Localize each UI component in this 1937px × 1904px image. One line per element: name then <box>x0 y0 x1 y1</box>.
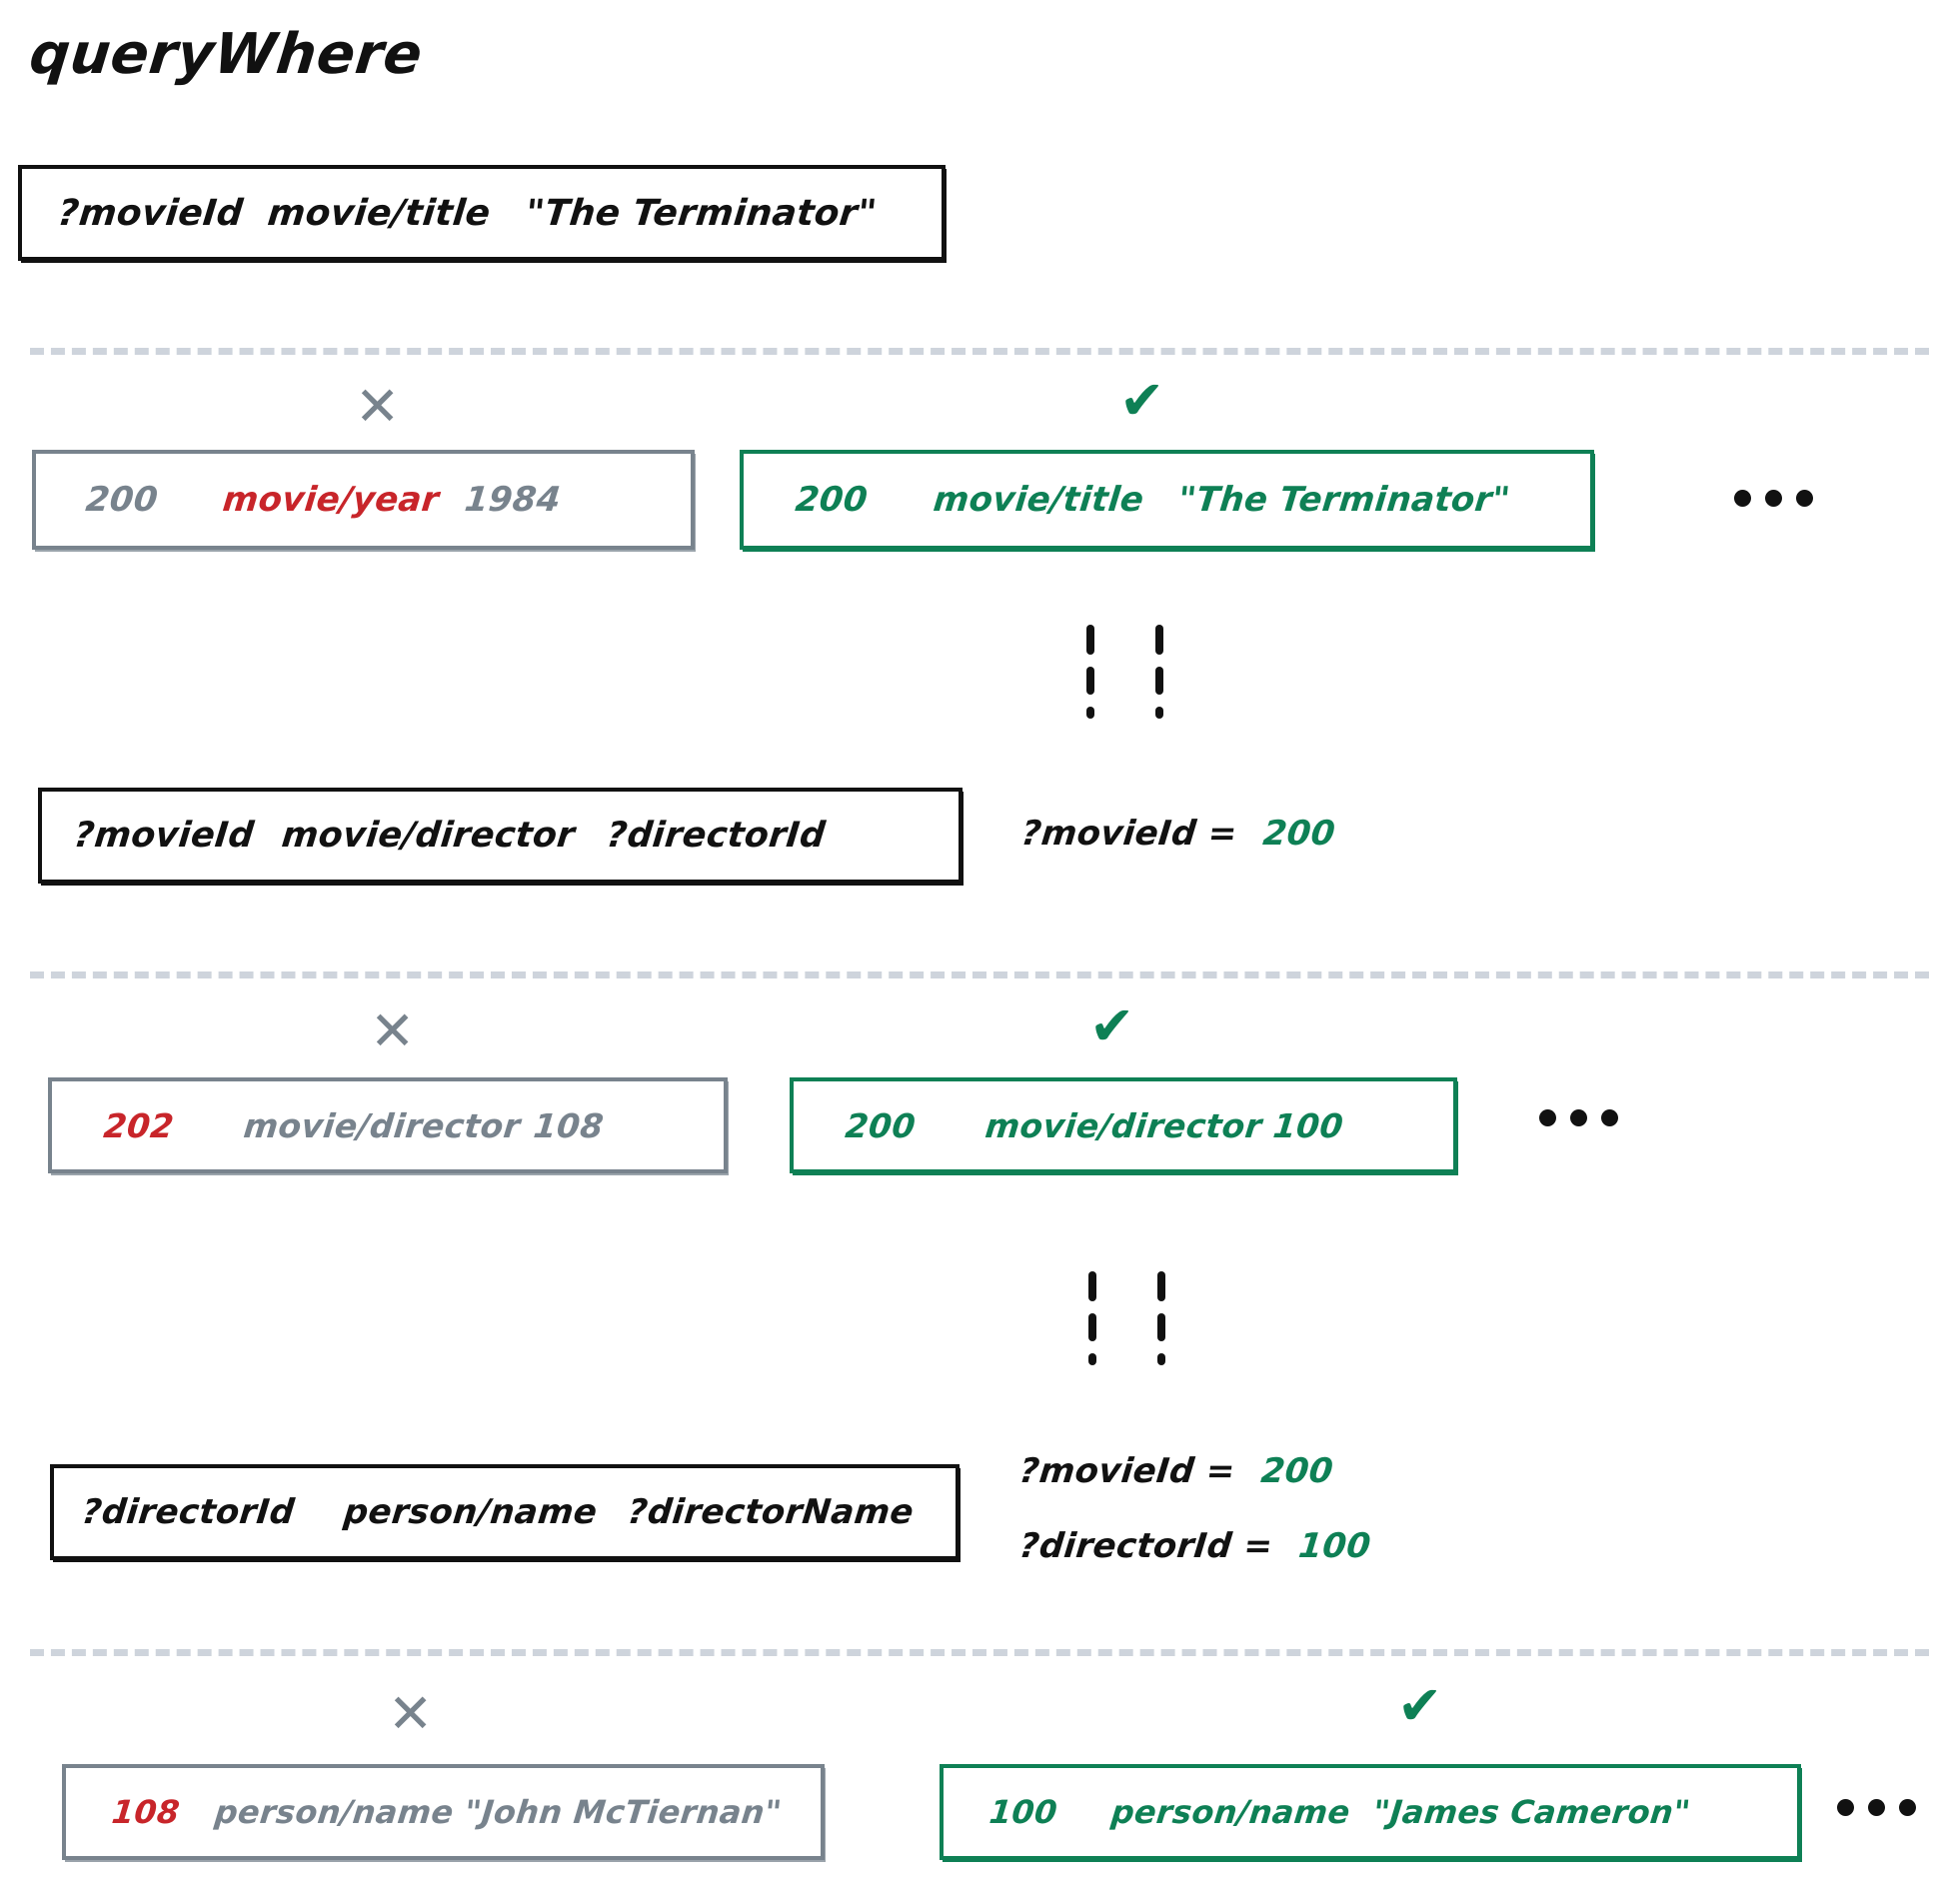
binding-row-3: ?directorId = 100 <box>1017 1526 1373 1566</box>
clause-2-value: ?directorId <box>604 816 828 856</box>
clause-2-attribute: movie/director <box>279 816 577 856</box>
fact-no-match-2: 202 movie/director 108 <box>48 1077 728 1173</box>
fact-match-2-attribute: movie/director <box>982 1105 1264 1145</box>
query-clause-2: ?movieId movie/director ?directorId <box>38 788 963 884</box>
fact-match-3-entity: 100 <box>987 1793 1059 1831</box>
fact-no-3-value: "John McTiernan" <box>463 1793 784 1831</box>
cross-mark-icon-2: ✕ <box>370 999 416 1062</box>
binding-1-name: ?movieId = <box>1018 814 1239 854</box>
binding-row-2: ?movieId = 200 <box>1017 1451 1335 1491</box>
binding-2-value: 200 <box>1258 1451 1335 1491</box>
fact-no-match-1: 200 movie/year 1984 <box>32 450 695 550</box>
flow-connector-dashes-1 <box>1086 625 1094 719</box>
check-mark-icon-1: ✔ <box>1119 369 1165 432</box>
clause-1-entity: ?movieId <box>55 192 246 234</box>
fact-match-3-value: "James Cameron" <box>1371 1793 1693 1831</box>
fact-no-match-3: 108 person/name "John McTiernan" <box>62 1764 825 1860</box>
fact-match-1: 200 movie/title "The Terminator" <box>740 450 1594 550</box>
fact-no-1-value: 1984 <box>462 480 563 520</box>
section-separator-1 <box>30 348 1929 355</box>
binding-2-name: ?movieId = <box>1016 1451 1237 1491</box>
check-mark-icon-2: ✔ <box>1089 994 1135 1057</box>
fact-no-2-value: 108 <box>531 1105 606 1145</box>
flow-connector-dashes-4 <box>1157 1271 1165 1365</box>
query-clause-3: ?directorId person/name ?directorName <box>50 1464 960 1560</box>
section-separator-3 <box>30 1649 1929 1656</box>
clause-1-value: "The Terminator" <box>523 192 880 234</box>
binding-3-value: 100 <box>1296 1526 1373 1566</box>
binding-3-name: ?directorId = <box>1016 1526 1275 1566</box>
fact-match-1-attribute: movie/title <box>931 480 1146 520</box>
cross-mark-icon-3: ✕ <box>388 1682 434 1745</box>
fact-match-2-value: 100 <box>1270 1105 1345 1145</box>
fact-no-2-entity: 202 <box>101 1105 176 1145</box>
clause-2-entity: ?movieId <box>71 816 256 856</box>
fact-no-1-entity: 200 <box>83 480 160 520</box>
flow-connector-dashes-3 <box>1088 1271 1096 1365</box>
binding-1-value: 200 <box>1260 814 1337 854</box>
fact-no-2-attribute: movie/director <box>241 1105 523 1145</box>
clause-3-value: ?directorName <box>625 1492 916 1532</box>
fact-no-3-entity: 108 <box>110 1793 182 1831</box>
fact-match-3-attribute: person/name <box>1109 1793 1352 1831</box>
fact-match-2: 200 movie/director 100 <box>790 1077 1457 1173</box>
clause-3-attribute: person/name <box>341 1492 600 1532</box>
clause-1-attribute: movie/title <box>265 192 493 234</box>
section-separator-2 <box>30 971 1929 978</box>
page-title: queryWhere <box>26 22 426 87</box>
fact-match-1-entity: 200 <box>793 480 870 520</box>
fact-match-2-entity: 200 <box>843 1105 918 1145</box>
query-clause-1: ?movieId movie/title "The Terminator" <box>18 165 946 261</box>
check-mark-icon-3: ✔ <box>1397 1674 1443 1737</box>
more-facts-ellipsis-3 <box>1837 1799 1916 1816</box>
cross-mark-icon-1: ✕ <box>355 375 401 438</box>
more-facts-ellipsis-2 <box>1539 1109 1618 1126</box>
fact-match-1-value: "The Terminator" <box>1175 480 1512 520</box>
fact-no-3-attribute: person/name <box>213 1793 456 1831</box>
fact-match-3: 100 person/name "James Cameron" <box>940 1764 1801 1860</box>
binding-row-1: ?movieId = 200 <box>1019 814 1337 854</box>
fact-no-1-attribute: movie/year <box>220 480 442 520</box>
more-facts-ellipsis-1 <box>1734 490 1813 507</box>
flow-connector-dashes-2 <box>1155 625 1163 719</box>
clause-3-entity: ?directorId <box>79 1492 297 1532</box>
